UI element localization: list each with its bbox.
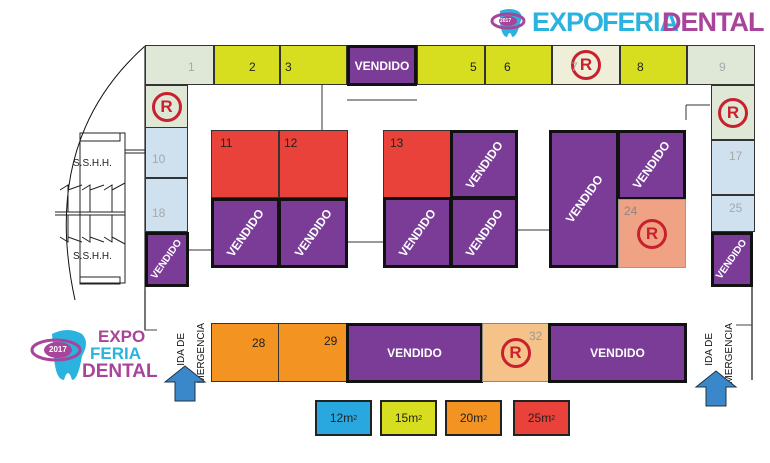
stall-25[interactable]: 25 (711, 195, 755, 232)
reserved-icon: R (637, 218, 667, 249)
expo-feria-dental-logo: 2017 EXPO FERIA DENTAL (30, 327, 158, 384)
stall-sold[interactable]: VENDIDO (548, 323, 687, 383)
stall-sold[interactable]: VENDIDO (145, 232, 189, 287)
logo-dental: DENTAL (662, 7, 764, 37)
stall-17[interactable]: 17 (711, 140, 755, 195)
emergency-exit-label: IDA DE (176, 333, 187, 366)
stall-sold[interactable]: VENDIDO (549, 130, 619, 268)
stall-sold[interactable]: VENDIDO (211, 198, 280, 268)
logo-year: 2017 (500, 18, 512, 24)
stall-6[interactable]: 6 (485, 45, 552, 85)
reserved-icon: R (500, 337, 531, 368)
sold-label: VENDIDO (354, 58, 410, 73)
reserved-icon: R (571, 50, 601, 80)
emergency-exit-label: IDA DE (704, 333, 715, 366)
restroom-label: S.S.H.H. (73, 251, 112, 262)
stall-2[interactable]: 2 (214, 45, 280, 85)
expo-feria-dental-logo: 2017 EXPO FERIA DENTAL (490, 5, 764, 39)
stall-5[interactable]: 5 (417, 45, 485, 85)
stall-sold[interactable]: VENDIDO (617, 130, 686, 200)
stall-11[interactable]: 11 (211, 130, 279, 198)
stall-3[interactable]: 3 (280, 45, 347, 85)
logo-feria: FERIA (90, 344, 141, 363)
stall-sold[interactable]: VENDIDO (450, 130, 518, 199)
stall-sold[interactable]: VENDIDO (383, 197, 452, 268)
stall-1[interactable]: 1 (145, 45, 214, 85)
stall-sold[interactable]: VENDIDO (711, 232, 753, 287)
logo-dental: DENTAL (82, 361, 158, 382)
emergency-exit-arrow-icon (163, 365, 207, 402)
stall-8[interactable]: 8 (620, 45, 687, 85)
stall-sold[interactable]: VENDIDO (347, 45, 417, 86)
reserved-icon: R (718, 97, 748, 128)
stall-reserved-right[interactable]: R (711, 85, 755, 140)
logo-year: 2017 (49, 345, 67, 354)
stall-sold[interactable]: VENDIDO (278, 198, 348, 268)
logo-expo: EXPO (98, 327, 146, 346)
emergency-exit-arrow-icon (694, 370, 738, 407)
stall-sold[interactable]: VENDIDO (346, 323, 483, 383)
restroom-label: S.S.H.H. (73, 158, 112, 169)
stall-10[interactable]: 10 (145, 127, 188, 178)
tooth-logo-icon (30, 330, 86, 380)
reserved-icon: R (151, 91, 182, 122)
stall-29[interactable]: 29 (278, 323, 347, 382)
stall-18[interactable]: 18 (145, 178, 188, 232)
logo-expo: EXPO (532, 7, 604, 37)
tooth-logo-icon (490, 9, 526, 37)
stall-28[interactable]: 28 (211, 323, 279, 382)
stall-9[interactable]: 9 (687, 45, 755, 85)
logo-feria: FERIA (602, 7, 679, 37)
stall-12[interactable]: 12 (279, 130, 348, 198)
stall-reserved-left[interactable]: R (145, 85, 188, 127)
stall-sold[interactable]: VENDIDO (450, 197, 518, 268)
stall-13[interactable]: 13 (383, 130, 451, 198)
